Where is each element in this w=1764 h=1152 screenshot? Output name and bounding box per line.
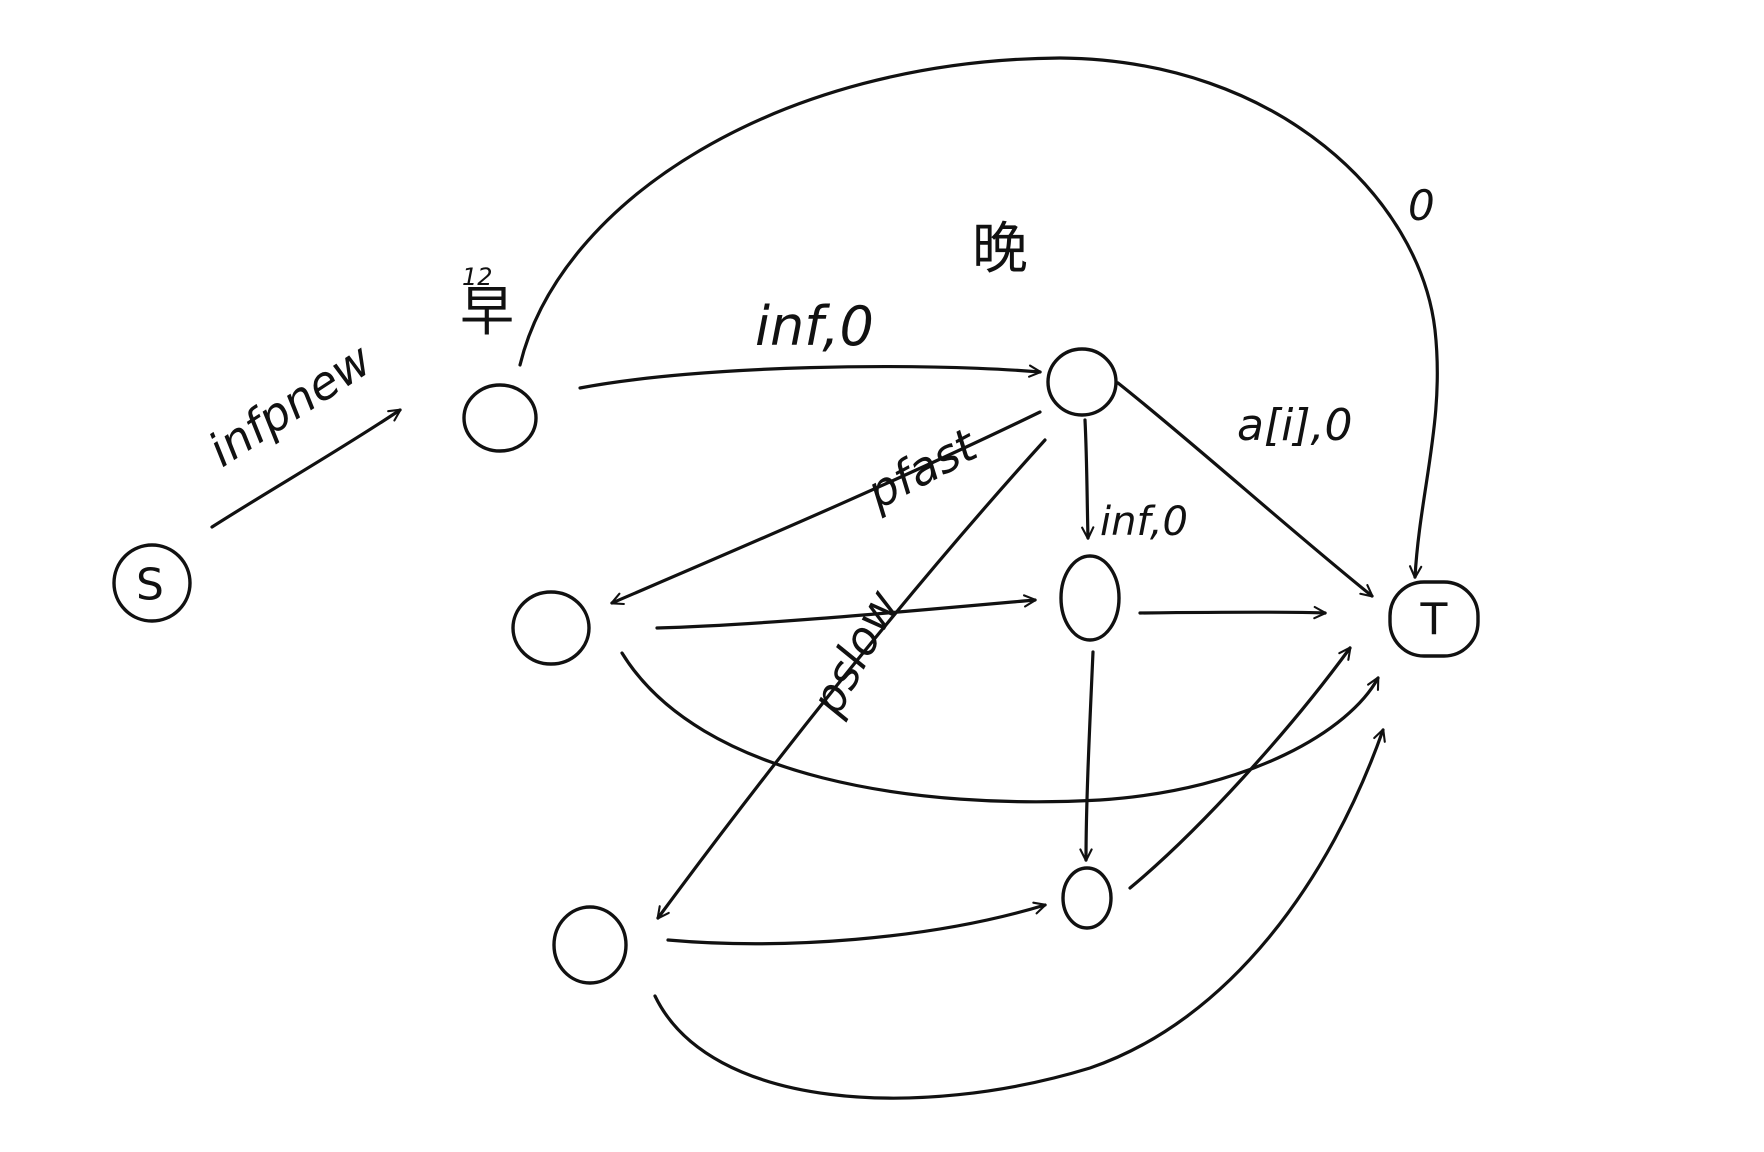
label-night: 晚 — [972, 217, 1028, 282]
edge-night-to-mid-center — [1081, 418, 1095, 540]
edge-mid-center-to-bottom-center — [1079, 650, 1095, 862]
edge-bottom-left-to-t-bottom-arc — [653, 728, 1386, 1100]
node-night — [1046, 347, 1118, 417]
node-morning — [462, 383, 538, 453]
edge-mid-left-to-mid-center — [655, 594, 1037, 630]
edge-bottom-center-to-t — [1128, 646, 1352, 890]
label-pfast: pfast — [857, 417, 987, 520]
label-pslow: pslow — [800, 581, 910, 724]
edge-bottom-left-to-bottom-center — [666, 901, 1047, 946]
edge-night-to-t — [1116, 381, 1374, 598]
edge-morning-to-t-top-arc — [518, 56, 1439, 579]
label-top-arc: 0 — [1408, 181, 1435, 230]
node-mid-left — [511, 590, 591, 666]
label-morning: 早 — [460, 280, 514, 343]
edge-night-to-bottom-left-pslow — [656, 438, 1047, 920]
node-source: S — [112, 543, 192, 623]
node-mid-center — [1059, 554, 1121, 642]
edge-mid-left-to-t-arc — [620, 651, 1380, 804]
node-source-label: S — [136, 560, 164, 611]
edge-s-to-morning — [210, 408, 402, 529]
label-night-down: inf,0 — [1100, 499, 1188, 545]
label-s-to-morning: infpnew — [199, 332, 382, 477]
label-morning-to-night: inf,0 — [755, 295, 874, 358]
node-bottom-center — [1061, 866, 1113, 930]
edge-morning-to-night — [578, 364, 1042, 390]
edge-mid-center-to-t — [1138, 605, 1327, 620]
edge-night-to-mid-left-pfast — [610, 410, 1042, 606]
node-sink: T — [1388, 580, 1480, 658]
node-sink-label: T — [1420, 595, 1448, 646]
node-bottom-left — [552, 905, 628, 985]
label-morning-hour: 12 — [462, 263, 493, 291]
label-night-to-t: a[i],0 — [1237, 400, 1353, 451]
